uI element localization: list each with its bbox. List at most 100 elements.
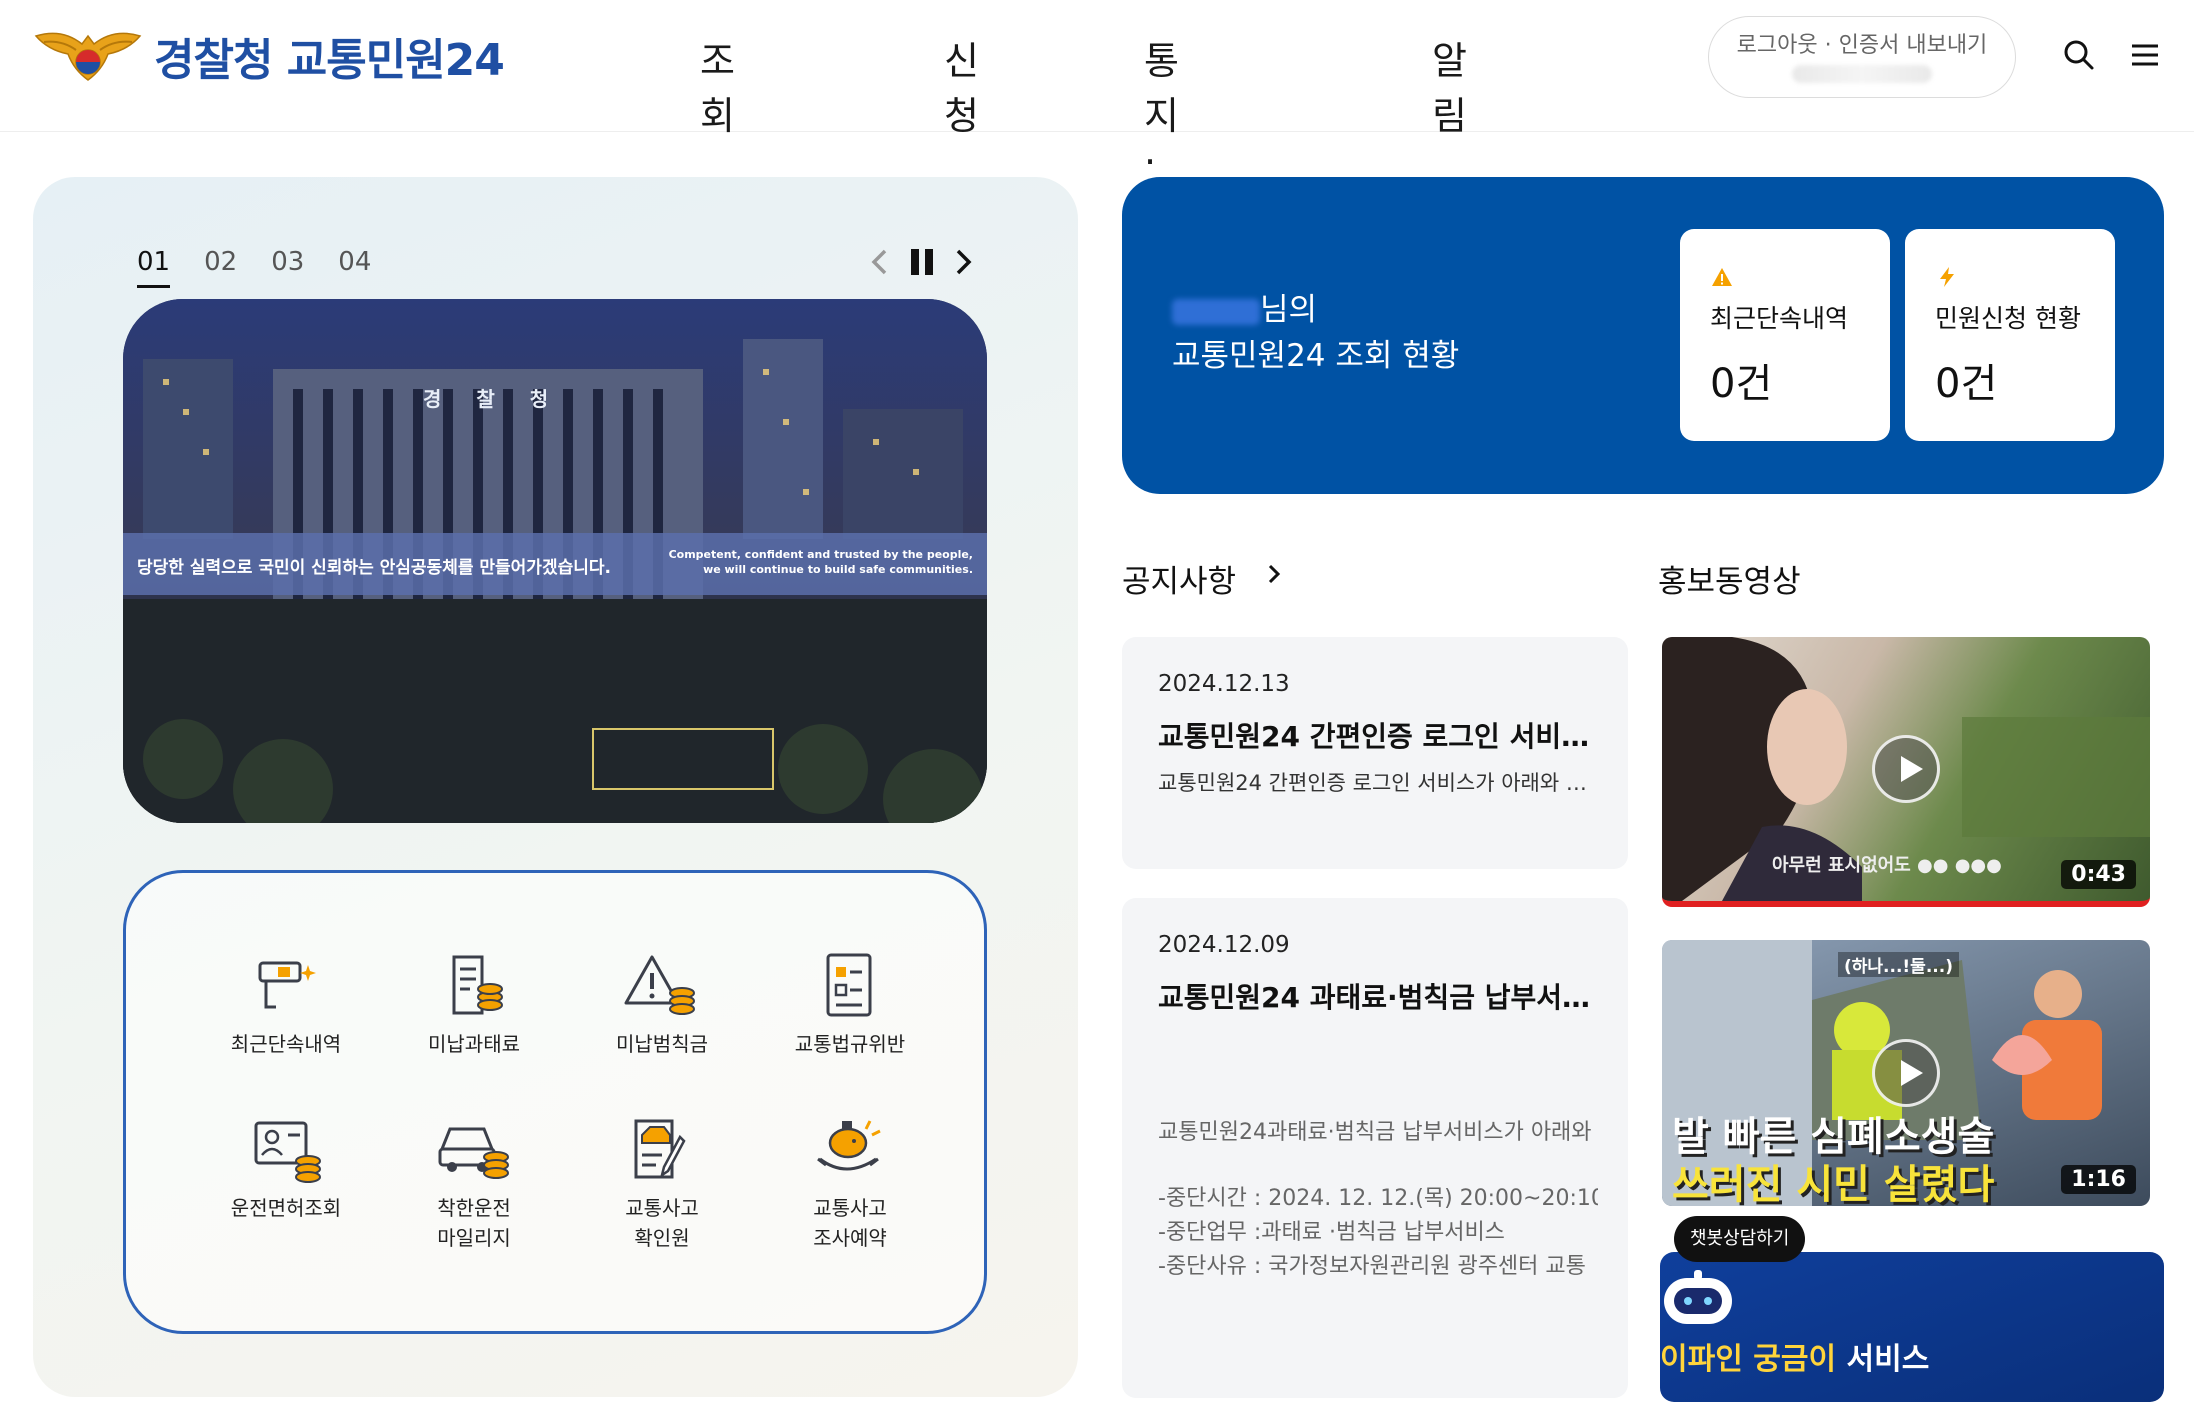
video-caption-line1: 발 빠른 심폐소생술	[1672, 1114, 1995, 1160]
unpaid-penalty-warning-icon	[624, 955, 695, 1015]
status-subtitle: 교통민원24 조회 현황	[1172, 338, 1460, 374]
nav-alert[interactable]: 알림	[1432, 39, 1469, 138]
left-panel: 01 02 03 04	[33, 177, 1078, 1397]
logout-link[interactable]: 로그아웃	[1736, 33, 1818, 58]
video-caption-top: (하나...!둘...)	[1838, 952, 1959, 977]
user-link-separator: ·	[1817, 33, 1839, 58]
pause-icon[interactable]	[905, 245, 939, 279]
logo-text: 경찰청 교통민원24	[154, 35, 505, 86]
notice-card[interactable]: 2024.12.09 교통민원24 과태료·범칙금 납부서비스 일시중단 안내 …	[1122, 898, 1628, 1398]
hamburger-menu-icon[interactable]	[2128, 38, 2162, 72]
chatbot-title-highlight: 이파인 궁금이	[1660, 1342, 1837, 1377]
chevron-right-icon[interactable]	[947, 245, 981, 279]
quick-menu-unpaid-fine[interactable]: 미납과태료	[384, 951, 564, 1059]
promo-video-2[interactable]: (하나...!둘...) 발 빠른 심폐소생술 쓰러진 시민 살렸다 1:16	[1662, 940, 2150, 1206]
speed-camera-icon	[258, 961, 316, 1009]
notice-title: 교통민원24 간편인증 로그인 서비스 안내	[1158, 720, 1598, 753]
user-name-redacted	[1792, 65, 1932, 83]
notice-line: -중단사유 : 국가정보자원관리원 광주센터 교통	[1158, 1254, 1586, 1279]
slide-tab-04[interactable]: 04	[338, 247, 372, 277]
quick-menu-good-driving-mileage[interactable]: 착한운전 마일리지	[384, 1115, 564, 1253]
quick-menu-label: 교통사고 확인원	[625, 1196, 699, 1250]
notice-body: 교통민원24 간편인증 로그인 서비스가 아래와 같이 변경됩니다.	[1158, 771, 1598, 795]
notice-date: 2024.12.13	[1158, 671, 1290, 697]
chatbot-title-rest: 서비스	[1836, 1342, 1930, 1377]
status-card-label: 최근단속내역	[1710, 304, 1849, 333]
lightning-icon	[1940, 267, 1954, 287]
car-mileage-icon	[438, 1127, 509, 1179]
nav-inquiry[interactable]: 조회	[700, 39, 737, 138]
status-title: 님의 교통민원24 조회 현황	[1172, 287, 1459, 379]
notice-title: 교통민원24 과태료·범칙금 납부서비스 일시중단 안내	[1158, 981, 1598, 1014]
nav-apply[interactable]: 신청	[944, 39, 981, 138]
banner-slogan-ko: 당당한 실력으로 국민이 신뢰하는 안심공동체를 만들어가겠습니다.	[137, 558, 611, 578]
notice-line: -중단시간 : 2024. 12. 12.(목) 20:00~20:10	[1158, 1186, 1598, 1211]
chatbot-service-title: 이파인 궁금이 서비스	[1660, 1334, 1929, 1378]
quick-menu-label: 운전면허조회	[230, 1196, 342, 1220]
quick-menu-traffic-violation[interactable]: 교통법규위반	[760, 951, 940, 1059]
header: 경찰청 교통민원24 조회 신청 통지·공고 알림 로그아웃 · 인증서 내보내…	[0, 0, 2194, 292]
quick-menu-label: 미납범칙금	[616, 1032, 708, 1056]
play-icon[interactable]	[1872, 735, 1940, 803]
inquiry-status-box: 님의 교통민원24 조회 현황 최근단속내역 0건 민원신청 현황 0건	[1122, 177, 2164, 494]
site-logo[interactable]: 경찰청 교통민원24	[32, 20, 505, 92]
banner-slogan-en-line1: Competent, confident and trusted by the …	[668, 548, 973, 561]
license-card-icon	[254, 1121, 321, 1183]
banner-slogan-en: Competent, confident and trusted by the …	[669, 547, 973, 577]
quick-menu: 최근단속내역 미납과태료 미납범칙금	[123, 870, 987, 1334]
user-name-redacted	[1172, 298, 1260, 325]
chevron-left-icon[interactable]	[863, 245, 897, 279]
slide-tab-02[interactable]: 02	[204, 247, 238, 277]
quick-menu-license-inquiry[interactable]: 운전면허조회	[196, 1115, 376, 1223]
video-duration: 1:16	[2061, 1165, 2136, 1194]
video-caption-line2: 쓰러진 시민 살렸다	[1672, 1162, 1995, 1206]
user-links: 로그아웃 · 인증서 내보내기	[1709, 27, 2015, 59]
quick-menu-label: 교통사고 조사예약	[813, 1196, 887, 1250]
status-card-label: 민원신청 현황	[1935, 304, 2081, 333]
chatbot-robot-icon[interactable]	[1660, 1270, 1736, 1330]
quick-menu-label: 최근단속내역	[230, 1032, 342, 1056]
quick-menu-label: 미납과태료	[428, 1032, 520, 1056]
export-cert-link[interactable]: 인증서 내보내기	[1838, 33, 1988, 58]
building-sign: 경 찰 청	[423, 387, 563, 411]
accident-certificate-icon	[634, 1119, 686, 1179]
accident-reservation-icon	[817, 1120, 881, 1171]
video-caption: 아무런 표시없어도 ●● ●●●	[1772, 855, 2002, 876]
slide-tab-01[interactable]: 01	[137, 247, 171, 288]
status-card-recent-enforcement[interactable]: 최근단속내역 0건	[1680, 229, 1890, 441]
search-icon[interactable]	[2062, 38, 2096, 72]
warning-icon	[1712, 268, 1732, 286]
unpaid-fine-receipt-icon	[452, 955, 503, 1015]
chatbot-bubble[interactable]: 챗봇상담하기	[1674, 1216, 1806, 1262]
promo-video-1[interactable]: 아무런 표시없어도 ●● ●●● 0:43	[1662, 637, 2150, 907]
quick-menu-recent-enforcement[interactable]: 최근단속내역	[196, 951, 376, 1059]
violation-checklist-icon	[826, 953, 872, 1017]
video-duration: 0:43	[2061, 860, 2136, 889]
status-card-count: 0건	[1710, 361, 1773, 407]
quick-menu-unpaid-penalty[interactable]: 미납범칙금	[572, 951, 752, 1059]
notice-date: 2024.12.09	[1158, 932, 1290, 958]
notice-line: -중단업무 :과태료 ·범칙금 납부서비스	[1158, 1220, 1505, 1245]
banner-strip: 당당한 실력으로 국민이 신뢰하는 안심공동체를 만들어가겠습니다. Compe…	[123, 533, 987, 595]
banner-slogan-en-line2: we will continue to build safe communiti…	[703, 563, 973, 576]
video-thumbnail-cpr	[1662, 940, 2102, 1206]
quick-menu-accident-reservation[interactable]: 교통사고 조사예약	[760, 1115, 940, 1253]
status-card-civil-application[interactable]: 민원신청 현황 0건	[1905, 229, 2115, 441]
police-emblem-icon	[34, 32, 142, 81]
chevron-right-icon[interactable]	[1260, 560, 1288, 588]
slide-tab-03[interactable]: 03	[271, 247, 305, 277]
notices-title[interactable]: 공지사항	[1122, 564, 1237, 600]
quick-menu-label: 교통법규위반	[794, 1032, 906, 1056]
status-card-count: 0건	[1935, 361, 1998, 407]
quick-menu-label: 착한운전 마일리지	[437, 1196, 511, 1250]
videos-title: 홍보동영상	[1658, 564, 1801, 600]
quick-menu-accident-certificate[interactable]: 교통사고 확인원	[572, 1115, 752, 1253]
slide-tabs: 01 02 03 04	[137, 247, 371, 288]
video-thumbnail-woman-driving	[1662, 637, 2150, 901]
status-name-suffix: 님의	[1260, 292, 1318, 328]
notice-body: 교통민원24과태료·범칙금 납부서비스가 아래와 같이 일시 중단됩니다.	[1158, 1120, 1598, 1145]
user-menu: 로그아웃 · 인증서 내보내기	[1708, 16, 2016, 98]
slide-banner-image[interactable]: 경 찰 청 당당한 실력으로 국민이 신뢰하는 안심공동체를 만들어가겠습니다.…	[123, 299, 987, 823]
notice-card[interactable]: 2024.12.13 교통민원24 간편인증 로그인 서비스 안내 교통민원24…	[1122, 637, 1628, 869]
play-icon[interactable]	[1872, 1039, 1940, 1107]
